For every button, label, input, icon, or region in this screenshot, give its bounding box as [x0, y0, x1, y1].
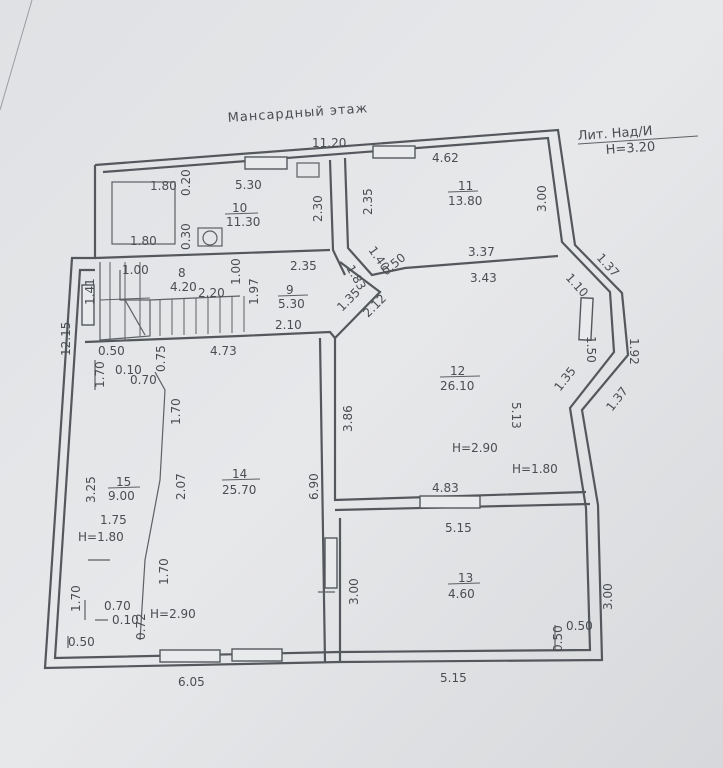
room-labels: 10 11.30 11 13.80 8 4.20 9 5.30 12 26.10… — [78, 179, 558, 621]
dimension-r15-n: 0.72 — [134, 613, 148, 640]
dimension-bottom-right: 5.15 — [440, 671, 467, 685]
dimension-r11-left: 2.35 — [361, 188, 375, 215]
room-15-partitions — [67, 360, 556, 650]
room-11-number: 11 — [458, 179, 473, 193]
windows — [81, 145, 594, 663]
room-13-number: 13 — [458, 571, 473, 585]
dimension-r11-top: 4.62 — [432, 151, 459, 165]
room-15-height: H=1.80 — [78, 530, 124, 544]
dimension-r10-inner-b: 1.80 — [130, 234, 157, 248]
dimension-r9-top: 2.35 — [290, 259, 317, 273]
dimension-r13-top: 5.15 — [445, 521, 472, 535]
dimension-st-e: 1.97 — [247, 278, 261, 305]
dimension-r14-right: 6.90 — [307, 473, 321, 500]
dimension-r10-left-a: 0.20 — [179, 169, 193, 196]
dimension-r15-k: 1.70 — [69, 585, 83, 612]
outer-walls — [43, 128, 630, 670]
dimension-r12-left: 3.86 — [341, 405, 355, 432]
dimension-r12-bay-b: 1.50 — [584, 336, 598, 363]
dimension-top-total: 11.20 — [312, 136, 346, 150]
dimension-st-c: 2.20 — [198, 286, 225, 300]
dimension-r15-j: 1.70 — [157, 558, 171, 585]
dimension-r13-right: 3.00 — [601, 583, 615, 610]
room-14-area: 25.70 — [222, 483, 256, 497]
dimension-r15-e: 1.70 — [93, 361, 107, 388]
dimension-r10-inner-a: 1.80 — [150, 179, 177, 193]
dimension-r15-h: 1.75 — [100, 513, 127, 527]
dimension-r10-top: 5.30 — [235, 178, 262, 192]
dimension-st-b: 1.41 — [83, 278, 97, 305]
room-10-fixtures — [111, 162, 320, 247]
room-15-number: 15 — [116, 475, 131, 489]
interior-walls — [84, 157, 591, 663]
dimension-r10-left-b: 0.30 — [179, 223, 193, 250]
dimension-r9-bottom: 2.10 — [275, 318, 302, 332]
dimension-r12-top: 3.43 — [470, 271, 497, 285]
dimension-r11-right: 3.00 — [535, 185, 549, 212]
dimension-r13-left: 3.00 — [347, 578, 361, 605]
dimension-r15-a: 0.50 — [98, 344, 125, 358]
dimension-r13-b: 0.50 — [551, 625, 565, 652]
dimension-r15-o: 0.50 — [68, 635, 95, 649]
room-9-number: 9 — [286, 283, 294, 297]
dimension-r15-f: 1.70 — [169, 398, 183, 425]
dimension-r15-c: 0.10 — [115, 363, 142, 377]
dimension-r15-b: 0.75 — [154, 345, 168, 372]
dimension-r15-d: 0.70 — [130, 373, 157, 387]
lit-underline — [577, 135, 699, 145]
dimension-r15-l: 0.70 — [104, 599, 131, 613]
lit-height: H=3.20 — [605, 140, 656, 158]
room-8-number: 8 — [178, 266, 186, 280]
room-12-area: 26.10 — [440, 379, 474, 393]
dimension-r13-a: 0.50 — [566, 619, 593, 633]
room-10-number: 10 — [232, 201, 247, 215]
room-9-area: 5.30 — [278, 297, 305, 311]
dimension-st-d: 1.00 — [229, 258, 243, 285]
room-12-height-b: H=1.80 — [512, 462, 558, 476]
paper-fold-edge — [0, 0, 33, 111]
dimension-r12-bottom: 4.83 — [432, 481, 459, 495]
dimension-bottom-left: 6.05 — [178, 675, 205, 689]
dimension-st-a: 1.00 — [122, 263, 149, 277]
dimension-r10-side: 2.30 — [311, 195, 325, 222]
room-8-area: 4.20 — [170, 280, 197, 294]
dimension-bay-b: 1.92 — [627, 338, 641, 365]
room-14-number: 14 — [232, 467, 247, 481]
dimension-r14-top: 4.73 — [210, 344, 237, 358]
lit-label: Лит. Над/И — [577, 124, 653, 144]
room-12-number: 12 — [450, 364, 465, 378]
room-15-area: 9.00 — [108, 489, 135, 503]
dimension-left-total: 12.15 — [59, 322, 73, 356]
room-10-area: 11.30 — [226, 215, 260, 229]
dimension-r15-g: 3.25 — [84, 476, 98, 503]
staircase — [99, 262, 245, 341]
room-12-height-a: H=2.90 — [452, 441, 498, 455]
dimension-r12-side: 5.13 — [509, 402, 523, 429]
room-13-area: 4.60 — [448, 587, 475, 601]
dimension-r11-bottom: 3.37 — [468, 245, 495, 259]
room-14-height: H=2.90 — [150, 607, 196, 621]
dimension-r15-m: 0.10 — [112, 613, 139, 627]
room-11-area: 13.80 — [448, 194, 482, 208]
dimension-r15-i: 2.07 — [174, 473, 188, 500]
